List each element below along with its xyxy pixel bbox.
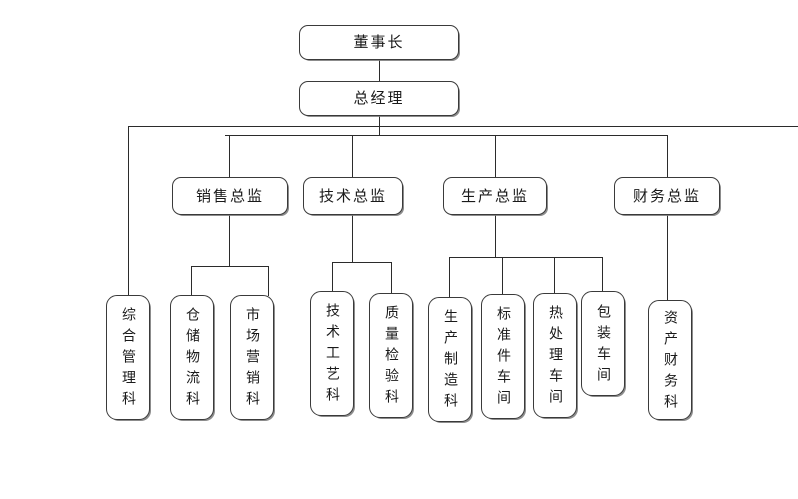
- connector-c-qc-drop: [391, 262, 392, 294]
- node-label-chairman: 董事长: [353, 33, 405, 51]
- node-chairman[interactable]: 董事长: [299, 25, 459, 60]
- node-label-gm: 总经理: [353, 89, 405, 107]
- node-leaf_pack[interactable]: 包装车间: [581, 291, 625, 396]
- connector-c-tech-stem: [352, 215, 353, 262]
- node-dir_sales[interactable]: 销售总监: [172, 177, 288, 215]
- node-label-leaf_std: 标准件车间: [495, 306, 511, 411]
- connector-c-pack-drop: [602, 257, 603, 292]
- node-label-leaf_asset: 资产财务科: [662, 309, 678, 415]
- node-label-dir_sales: 销售总监: [195, 186, 264, 205]
- node-label-leaf_mfg: 生产制造科: [442, 309, 458, 414]
- node-dir_prod[interactable]: 生产总监: [443, 177, 547, 215]
- connector-c-admin-drop: [128, 126, 129, 295]
- connector-c-mfg-drop: [449, 257, 450, 298]
- node-label-leaf_craft: 技术工艺科: [324, 303, 340, 408]
- connector-c-std-drop: [502, 257, 503, 295]
- node-label-dir_tech: 技术总监: [318, 186, 387, 205]
- node-dir_fin[interactable]: 财务总监: [614, 177, 720, 215]
- connector-c-chair-gm: [379, 60, 380, 81]
- connector-c-gm-down: [379, 116, 380, 135]
- node-leaf_mkt[interactable]: 市场营销科: [230, 295, 274, 420]
- node-label-leaf_pack: 包装车间: [595, 303, 611, 388]
- node-label-leaf_mkt: 市场营销科: [244, 307, 260, 412]
- node-leaf_qc[interactable]: 质量检验科: [369, 293, 413, 418]
- connector-c-fin-stem: [667, 215, 668, 301]
- connector-c-prod-drop: [495, 135, 496, 177]
- connector-c-bus-top: [128, 126, 798, 127]
- connector-c-sales-drop: [229, 135, 230, 177]
- node-gm[interactable]: 总经理: [299, 81, 459, 116]
- connector-c-prod-stem: [495, 215, 496, 257]
- connector-c-fin-drop: [667, 135, 668, 177]
- connector-c-mkt-drop: [268, 266, 269, 296]
- node-label-leaf_admin: 综合管理科: [120, 307, 136, 412]
- node-label-dir_fin: 财务总监: [632, 186, 701, 205]
- connector-c-prod-bus: [449, 257, 603, 258]
- node-dir_tech[interactable]: 技术总监: [303, 177, 403, 215]
- node-leaf_mfg[interactable]: 生产制造科: [428, 297, 472, 422]
- connector-c-sales-stem: [229, 215, 230, 266]
- connector-c-tech-drop: [352, 135, 353, 177]
- node-leaf_admin[interactable]: 综合管理科: [106, 295, 150, 420]
- node-label-leaf_heat: 热处理车间: [547, 305, 563, 410]
- node-leaf_heat[interactable]: 热处理车间: [533, 293, 577, 418]
- connector-c-craft-drop: [332, 262, 333, 292]
- node-leaf_craft[interactable]: 技术工艺科: [310, 291, 354, 416]
- connector-c-bus-dirs: [225, 135, 668, 136]
- node-leaf_std[interactable]: 标准件车间: [481, 294, 525, 419]
- connector-c-tech-bus: [332, 262, 391, 263]
- connector-c-heat-drop: [554, 257, 555, 294]
- connector-c-wh-drop: [191, 266, 192, 296]
- node-leaf_wh[interactable]: 仓储物流科: [170, 295, 214, 420]
- node-label-dir_prod: 生产总监: [460, 186, 529, 205]
- connector-c-sales-bus: [191, 266, 268, 267]
- node-label-leaf_wh: 仓储物流科: [184, 307, 200, 412]
- node-leaf_asset[interactable]: 资产财务科: [648, 300, 692, 420]
- node-label-leaf_qc: 质量检验科: [383, 305, 399, 410]
